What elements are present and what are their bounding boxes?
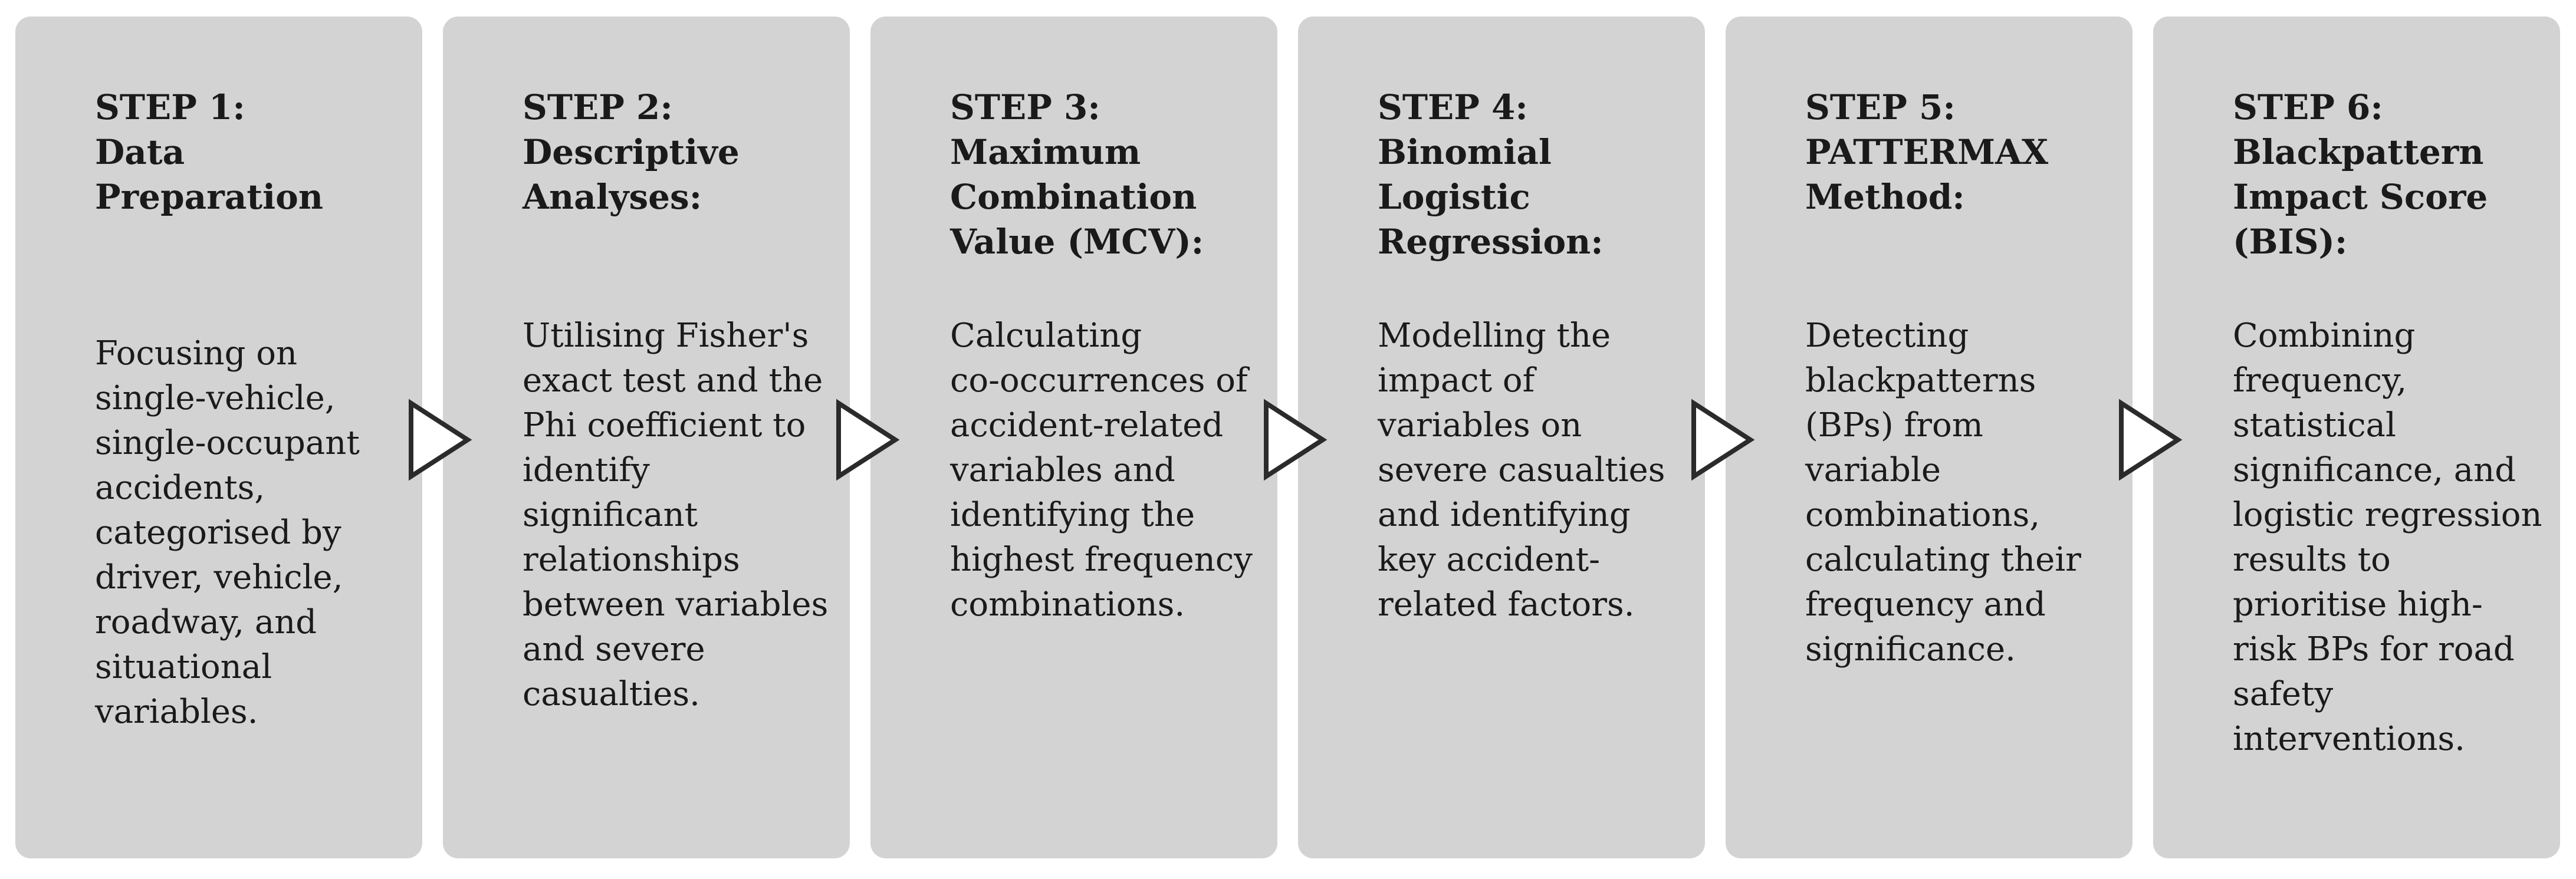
step-4-desc-line: Modelling the [1378,317,1611,355]
step-1-desc-line: variables. [95,693,258,731]
step-4-desc-line: severe casualties [1378,451,1665,489]
step-3-box: STEP 3: Maximum Combination Value (MCV):… [870,17,1277,858]
step-6-desc-line: Combining [2233,317,2416,355]
step-1-title-line: STEP 1: [95,87,245,127]
step-2-desc-line: between variables [523,585,829,624]
step-6-desc-line: statistical [2233,406,2396,445]
step-5-desc-line: calculating their [1805,541,2081,579]
step-2-box: STEP 2: Descriptive Analyses: Utilising … [443,17,850,858]
step-2-desc-line: and severe [523,630,705,669]
step-3-desc-line: variables and [950,451,1175,489]
step-5-title: STEP 5: PATTERMAX Method: [1805,85,2124,219]
step-1-desc-line: single-vehicle, [95,379,336,417]
step-4-box: STEP 4: Binomial Logistic Regression: Mo… [1298,17,1705,858]
step-1-title-line: Data [95,132,185,172]
step-3-desc-line: accident-related [950,406,1224,445]
step-4-desc-line: variables on [1378,406,1582,445]
step-2-desc-line: identify [523,451,650,489]
step-5-desc-line: Detecting [1805,317,1969,355]
step-1-title-line: Preparation [95,177,324,217]
step-2-desc-line: Phi coefficient to [523,406,806,445]
step-6-desc-line: results to [2233,541,2391,579]
step-2-desc-line: significant [523,496,698,534]
step-6-description: Combining frequency, statistical signifi… [2233,314,2551,762]
step-1-desc-line: Focusing on [95,334,298,373]
step-4-desc-line: impact of [1378,361,1535,400]
step-4-desc-line: key accident- [1378,541,1601,579]
step-1-box: STEP 1: Data Preparation Focusing on sin… [15,17,422,858]
step-5-box: STEP 5: PATTERMAX Method: Detecting blac… [1726,17,2133,858]
step-4-title: STEP 4: Binomial Logistic Regression: [1378,85,1696,264]
step-3-description: Calculating co-occurrences of accident-r… [950,314,1269,627]
step-2-title-line: STEP 2: [523,87,673,127]
step-3-desc-line: identifying the [950,496,1195,534]
step-5-desc-line: variable [1805,451,1941,489]
step-6-box: STEP 6: Blackpattern Impact Score (BIS):… [2153,17,2560,858]
step-5-title-line: Method: [1805,177,1965,217]
step-2-desc-line: relationships [523,541,740,579]
step-3-desc-line: highest frequency [950,541,1253,579]
triangle-arrow-right-icon [836,399,900,481]
triangle-arrow-right-icon [1264,399,1328,481]
step-2-desc-line: exact test and the [523,361,823,400]
step-5-desc-line: combinations, [1805,496,2041,534]
step-6-desc-line: frequency, [2233,361,2407,400]
step-2-title: STEP 2: Descriptive Analyses: [523,85,841,219]
step-2-description: Utilising Fisher's exact test and the Ph… [523,314,841,717]
step-6-desc-line: prioritise high- [2233,585,2483,624]
step-4-description: Modelling the impact of variables on sev… [1378,314,1696,627]
step-1-desc-line: roadway, and [95,603,317,641]
step-2-desc-line: Utilising Fisher's [523,317,809,355]
step-2-title-line: Descriptive [523,132,740,172]
triangle-arrow-right-icon [409,399,472,481]
step-3-desc-line: Calculating [950,317,1142,355]
step-4-desc-line: and identifying [1378,496,1631,534]
triangle-arrow-right-icon [2119,399,2183,481]
step-6-desc-line: risk BPs for road [2233,630,2515,669]
step-1-description: Focusing on single-vehicle, single-occup… [95,331,413,735]
triangle-arrow-right-icon [1691,399,1755,481]
step-6-title-line: Impact Score [2233,177,2488,217]
step-1-desc-line: categorised by [95,513,341,552]
step-5-title-line: STEP 5: [1805,87,1956,127]
step-6-desc-line: interventions. [2233,720,2465,758]
step-4-title-line: Binomial [1378,132,1552,172]
step-3-desc-line: combinations. [950,585,1185,624]
step-6-title-line: (BIS): [2233,222,2348,262]
step-6-desc-line: significance, and [2233,451,2516,489]
step-1-title: STEP 1: Data Preparation [95,85,413,219]
step-5-description: Detecting blackpatterns (BPs) from varia… [1805,314,2124,672]
step-5-desc-line: significance. [1805,630,2016,669]
step-4-title-line: Regression: [1378,222,1604,262]
step-5-desc-line: blackpatterns [1805,361,2036,400]
step-4-title-line: Logistic [1378,177,1530,217]
step-3-title-line: Value (MCV): [950,222,1204,262]
step-6-title: STEP 6: Blackpattern Impact Score (BIS): [2233,85,2551,264]
step-4-title-line: STEP 4: [1378,87,1528,127]
step-5-desc-line: (BPs) from [1805,406,1983,445]
step-2-desc-line: casualties. [523,675,700,713]
step-4-desc-line: related factors. [1378,585,1635,624]
step-2-title-line: Analyses: [523,177,702,217]
step-5-title-line: PATTERMAX [1805,132,2049,172]
step-3-title-line: Maximum [950,132,1141,172]
step-5-desc-line: frequency and [1805,585,2046,624]
step-3-desc-line: co-occurrences of [950,361,1248,400]
step-1-desc-line: situational [95,648,272,686]
step-6-title-line: Blackpattern [2233,132,2484,172]
step-6-desc-line: logistic regression [2233,496,2542,534]
step-3-title-line: STEP 3: [950,87,1100,127]
step-6-desc-line: safety [2233,675,2334,713]
step-3-title: STEP 3: Maximum Combination Value (MCV): [950,85,1269,264]
step-1-desc-line: single-occupant [95,424,360,462]
step-1-desc-line: driver, vehicle, [95,558,343,597]
step-3-title-line: Combination [950,177,1197,217]
step-6-title-line: STEP 6: [2233,87,2383,127]
step-1-desc-line: accidents, [95,469,265,507]
